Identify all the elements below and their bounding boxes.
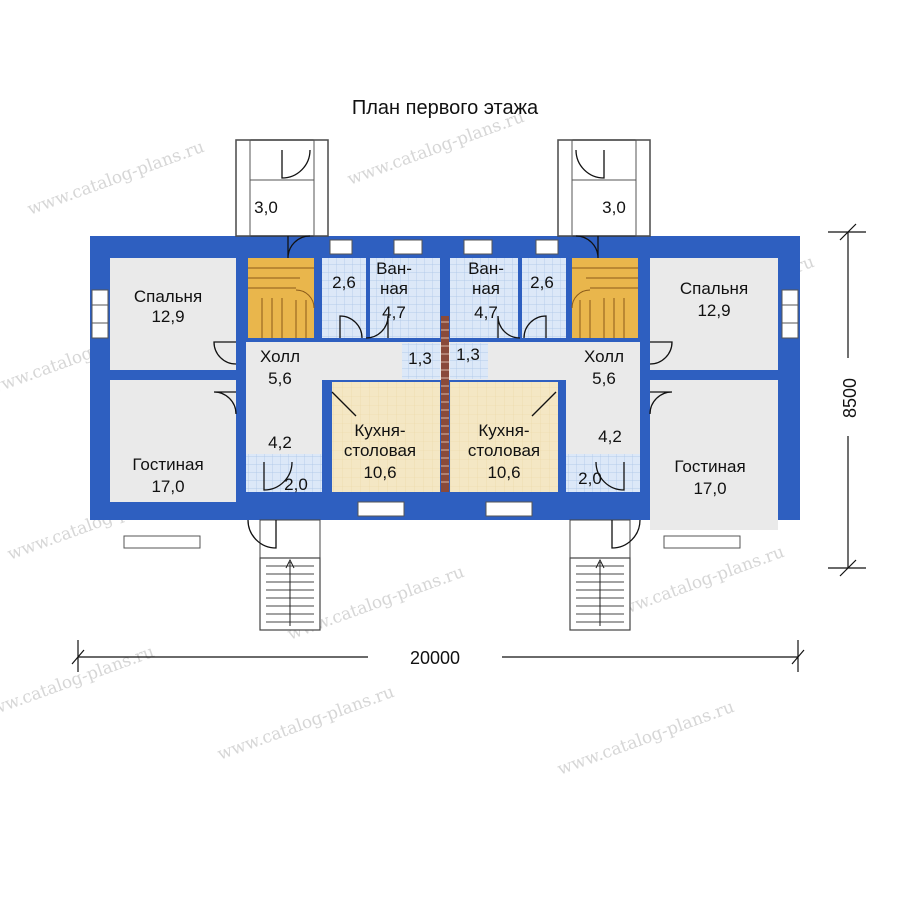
room-labels: 3,0 3,0 Спальня 12,9 Спальня 12,9 2,6 2,… (132, 198, 748, 498)
right-stair (572, 258, 638, 338)
watermark-text: www.catalog-plans.ru (345, 107, 527, 190)
left-bedroom-name: Спальня (134, 287, 202, 306)
right-bath-room (450, 258, 518, 338)
watermark-text: www.catalog-plans.ru (605, 542, 787, 625)
right-bedroom-area: 12,9 (697, 301, 730, 320)
left-vestibule-room (246, 454, 322, 492)
watermark-text: www.catalog-plans.ru (215, 682, 397, 765)
right-bath-name-1: Ван- (468, 259, 504, 278)
right-bath-name-2: ная (472, 279, 500, 298)
left-living-name: Гостиная (132, 455, 203, 474)
left-kitchen-name-1: Кухня- (354, 421, 405, 440)
right-vestibule-area: 4,2 (598, 427, 622, 446)
right-vestibule-room (566, 454, 640, 492)
right-wc-room (522, 258, 566, 338)
left-bath-room (370, 258, 440, 338)
right-living-name: Гостиная (674, 457, 745, 476)
right-hall-area: 5,6 (592, 369, 616, 388)
left-hall-name: Холл (260, 347, 300, 366)
left-bedroom-area: 12,9 (151, 307, 184, 326)
right-bath-area: 4,7 (474, 303, 498, 322)
right-kitchen-name-1: Кухня- (478, 421, 529, 440)
watermark-text: www.catalog-plans.ru (555, 697, 737, 780)
left-porch-area: 3,0 (254, 198, 278, 217)
right-entry-area: 2,0 (578, 469, 602, 488)
left-kitchen-name-2: столовая (344, 441, 416, 460)
left-bath-name-2: ная (380, 279, 408, 298)
left-hall (246, 342, 322, 454)
right-living-area: 17,0 (693, 479, 726, 498)
left-hall-area: 5,6 (268, 369, 292, 388)
right-closet-room (450, 343, 488, 379)
left-bedroom (110, 258, 236, 370)
right-kitchen-room (450, 382, 558, 492)
right-entry-stair (569, 519, 631, 631)
right-bedroom-name: Спальня (680, 279, 748, 298)
right-hall-name: Холл (584, 347, 624, 366)
left-closet-area: 1,3 (408, 349, 432, 368)
right-kitchen-name-2: столовая (468, 441, 540, 460)
left-living-room (110, 380, 236, 502)
plan-title: План первого этажа (352, 97, 539, 119)
left-bath-area: 4,7 (382, 303, 406, 322)
right-stair-treads (571, 267, 638, 338)
right-closet-area: 1,3 (456, 345, 480, 364)
door-swings (213, 149, 673, 549)
right-kitchen-area: 10,6 (487, 463, 520, 482)
left-entry-area: 2,0 (284, 475, 308, 494)
depth-dimension-label: 8500 (840, 378, 860, 418)
depth-dimension (828, 223, 866, 577)
left-wc-area: 2,6 (332, 273, 356, 292)
windows (91, 239, 799, 549)
left-stair (248, 258, 314, 338)
left-wc-room (322, 258, 366, 338)
width-dimension (71, 640, 805, 672)
watermark-text: www.catalog-plans.ru (25, 137, 207, 220)
right-wc-area: 2,6 (530, 273, 554, 292)
left-kitchen-area: 10,6 (363, 463, 396, 482)
left-living-area: 17,0 (151, 477, 184, 496)
left-kitchen-room (332, 382, 440, 492)
left-bath-name-1: Ван- (376, 259, 412, 278)
right-hall (566, 342, 640, 454)
right-porch-area: 3,0 (602, 198, 626, 217)
right-bedroom (650, 258, 778, 370)
chimney (441, 316, 449, 492)
left-stair-treads (248, 267, 315, 338)
left-vestibule-area: 4,2 (268, 433, 292, 452)
right-living-room (650, 380, 778, 530)
left-entry-stair (259, 519, 321, 631)
left-closet-room (402, 343, 440, 379)
width-dimension-label: 20000 (410, 648, 460, 668)
